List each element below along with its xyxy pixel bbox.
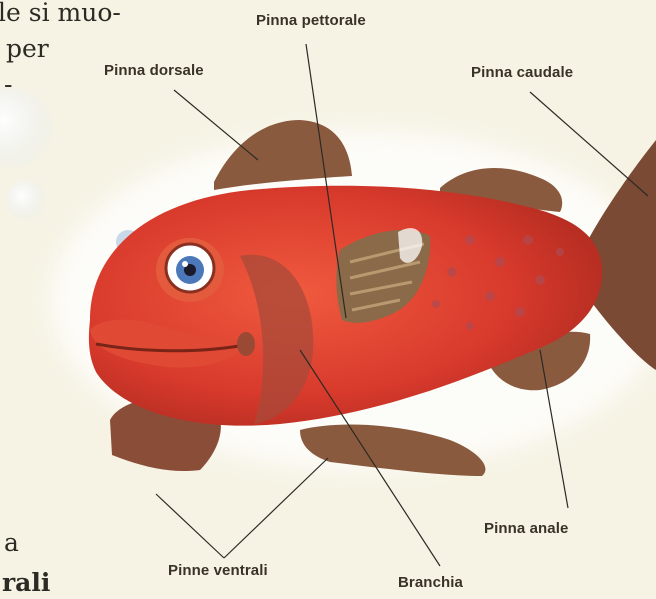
label-pinna-dorsale: Pinna dorsale	[104, 62, 204, 79]
body-text-line-2: per	[6, 34, 49, 63]
label-pinna-anale: Pinna anale	[484, 520, 568, 537]
label-pinne-ventrali: Pinne ventrali	[168, 562, 268, 579]
label-pinna-pettorale: Pinna pettorale	[256, 12, 366, 29]
bubble-small	[6, 180, 46, 220]
eye-glint	[182, 261, 188, 267]
body-text-line-5: rali	[2, 568, 50, 597]
bubble-large	[0, 88, 52, 168]
body-text-line-1: le si muo-	[0, 0, 121, 27]
mouth-corner	[237, 332, 255, 356]
label-branchia: Branchia	[398, 574, 463, 591]
body-text-line-3: -	[4, 70, 12, 99]
body-text-line-4: a	[4, 528, 19, 557]
label-pinna-caudale: Pinna caudale	[471, 64, 573, 81]
